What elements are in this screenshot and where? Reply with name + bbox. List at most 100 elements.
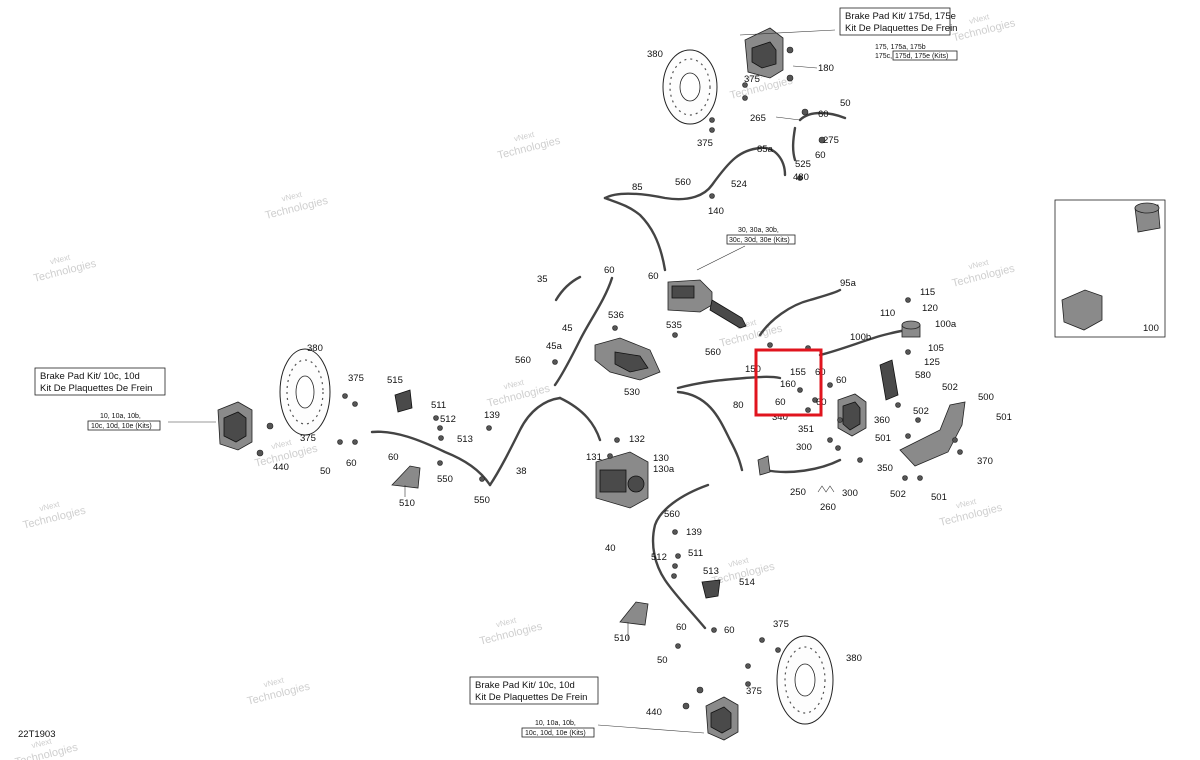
mount-514 [701,579,721,599]
part-label: 380 [846,653,862,664]
fasteners [256,46,963,710]
part-label: 513 [457,434,473,445]
part-label: 155 [790,367,806,378]
part-label: 380 [307,343,323,354]
part-label: 100a [935,319,957,330]
part-label: 510 [614,633,630,644]
part-label: 130a [653,464,675,475]
caliper-bottom [705,696,739,741]
part-label: 360 [874,415,890,426]
part-label: 60 [724,625,735,636]
part-label: 300 [796,442,812,453]
reservoir-100a [901,320,921,338]
part-label: 440 [646,707,662,718]
part-label: 250 [790,487,806,498]
part-label: 60 [346,458,357,469]
caliper-left [217,401,253,451]
selection-highlight[interactable] [754,348,823,417]
part-label: 260 [820,502,836,513]
brake-disc-top [662,49,718,125]
mount-510-bottom [619,601,649,626]
part-label: 38 [516,466,527,477]
mount-510-left [391,465,421,489]
svg-text:30c, 30d, 30e (Kits): 30c, 30d, 30e (Kits) [729,237,790,244]
part-label: 85 [632,182,643,193]
part-label: 560 [664,509,680,520]
part-label: 80 [733,400,744,411]
part-label: 501 [931,492,947,503]
part-label: 131 [586,452,602,463]
part-label: 140 [708,206,724,217]
part-label: 60 [676,622,687,633]
part-label: 265 [750,113,766,124]
part-label: 139 [686,527,702,538]
svg-text:10, 10a, 10b,: 10, 10a, 10b, [100,413,141,420]
part-label: 550 [474,495,490,506]
switch-250 [757,455,771,476]
part-label: 375 [348,373,364,384]
part-label: 120 [922,303,938,314]
part-label: 502 [942,382,958,393]
part-callouts: 380 375 180 375 265 50 60 275 60 85a 525… [273,49,1159,718]
part-label: 511 [688,548,703,559]
part-label: 50 [320,466,331,477]
brake-line-80 [676,375,782,390]
part-label: 511 [431,400,446,411]
kit-box-bottom: Brake Pad Kit/ 10c, 10d Kit De Plaquette… [469,676,599,738]
kit-box-left: Brake Pad Kit/ 10c, 10d Kit De Plaquette… [34,367,166,431]
part-label: 512 [440,414,456,425]
svg-text:175, 175a, 175b: 175, 175a, 175b [875,44,926,51]
svg-text:Brake Pad Kit/ 175d, 175e: Brake Pad Kit/ 175d, 175e [845,11,956,22]
part-label: 130 [653,453,669,464]
svg-text:Brake Pad Kit/ 10c, 10d: Brake Pad Kit/ 10c, 10d [40,371,140,382]
part-label: 60 [604,265,615,276]
brake-line-250 [763,458,842,474]
svg-text:10c, 10d, 10e (Kits): 10c, 10d, 10e (Kits) [525,730,586,737]
spring-260 [817,485,835,493]
part-label: 45a [546,341,563,352]
svg-text:Kit De Plaquettes De Frein: Kit De Plaquettes De Frein [40,383,152,394]
part-label: 375 [746,686,762,697]
part-label: 536 [608,310,624,321]
part-label: 440 [273,462,289,473]
part-label: 501 [875,433,891,444]
part-label: 525 [795,159,811,170]
part-label: 375 [744,74,760,85]
abs-module [595,451,649,509]
part-label: 60 [815,150,826,161]
part-label: 502 [913,406,929,417]
part-label: 45 [562,323,573,334]
part-label: 580 [915,370,931,381]
bracket-500 [899,401,966,467]
kit-box-top-right: Brake Pad Kit/ 175d, 175e Kit De Plaquet… [839,7,957,61]
leader-lines [168,29,836,734]
abs-bracket-530 [594,337,661,381]
part-label: 515 [387,375,403,386]
master-cylinder [667,279,747,329]
svg-text:Kit De Plaquettes De Frein: Kit De Plaquettes De Frein [845,23,957,34]
part-label: 514 [739,577,755,588]
part-label: 35 [537,274,548,285]
brake-disc-bottom [776,635,834,725]
part-label: 500 [978,392,994,403]
svg-text:175d, 175e (Kits): 175d, 175e (Kits) [895,53,948,60]
part-label: 560 [705,347,721,358]
brake-line-550 [370,430,492,487]
part-label: 132 [629,434,645,445]
part-label: 550 [437,474,453,485]
part-label: 560 [675,177,691,188]
part-label: 510 [399,498,415,509]
part-label: 60 [775,397,786,408]
part-label: 50 [657,655,668,666]
part-label: 375 [697,138,713,149]
part-label: 501 [996,412,1012,423]
reservoir-detail-box [1054,199,1166,338]
part-label: 150 [745,364,761,375]
part-label: 535 [666,320,682,331]
svg-text:10, 10a, 10b,: 10, 10a, 10b, [535,720,576,727]
